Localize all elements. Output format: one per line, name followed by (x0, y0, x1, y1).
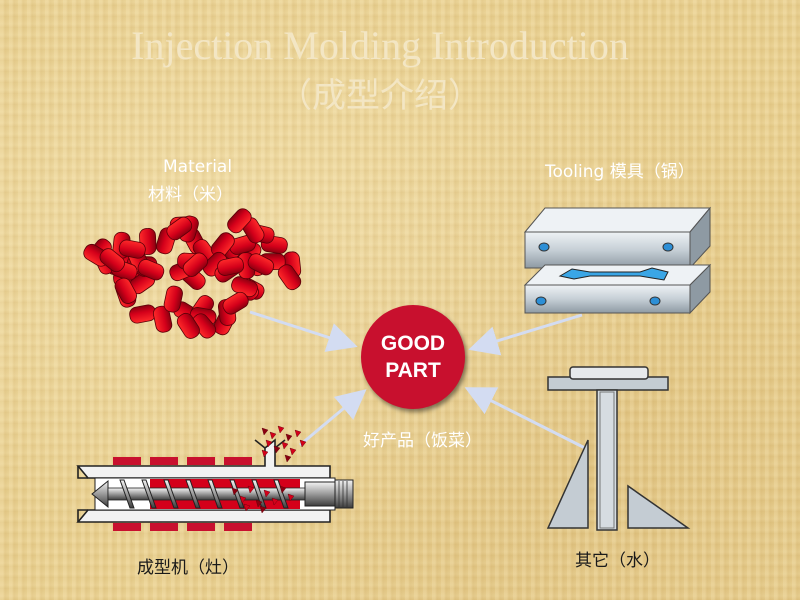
mold-icon (523, 206, 712, 315)
good-part-line1: GOOD (380, 332, 446, 355)
machine-label: 成型机（灶） (137, 558, 239, 578)
good-part-line2: PART (385, 359, 441, 382)
material-label-cn: 材料（米） (148, 185, 233, 205)
good-part-circle: GOOD PART (361, 305, 465, 409)
material-label-en: Material (163, 157, 233, 177)
material-pellets-icon (83, 208, 302, 339)
arrow-tooling (468, 313, 583, 356)
arrow-material (249, 310, 358, 352)
stand-icon (546, 366, 691, 531)
arrow-machine (299, 389, 367, 447)
arrows (249, 310, 586, 450)
title-english: Injection Molding Introduction (131, 23, 629, 68)
title-chinese: （成型介绍） (278, 76, 482, 116)
injection-machine-icon (76, 425, 354, 531)
tooling-label: Tooling 模具（锅） (545, 162, 695, 182)
other-label: 其它（水） (575, 551, 660, 571)
good-part-caption: 好产品（饭菜） (363, 431, 482, 451)
arrow-other (464, 387, 586, 450)
